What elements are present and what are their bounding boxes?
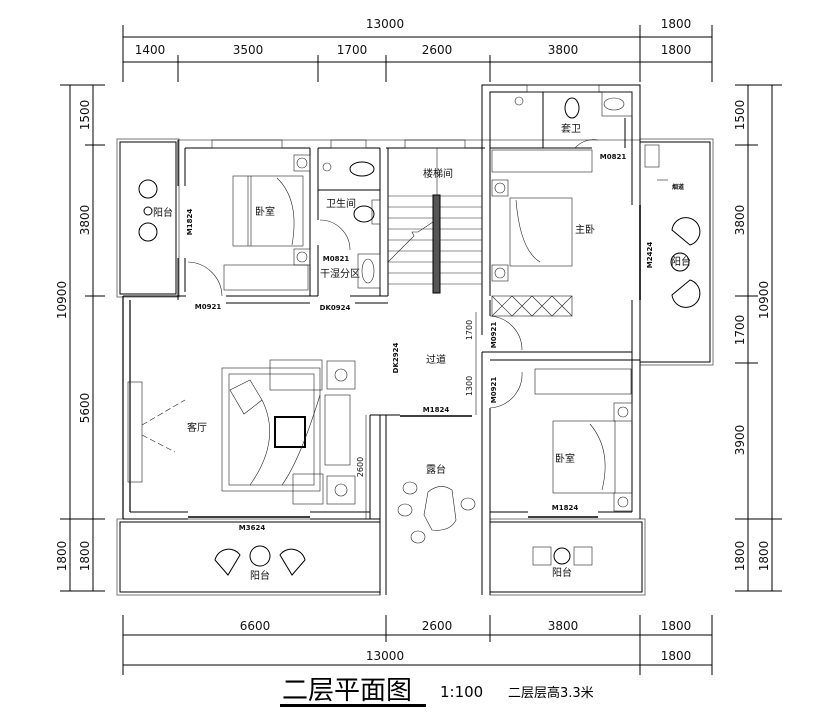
dim-top-seg: 1700 <box>337 43 368 57</box>
dim-top-seg: 2600 <box>422 43 453 57</box>
dim-right-inner: 1500 <box>733 100 747 131</box>
dim-left-inner: 5600 <box>78 393 92 424</box>
dim-left-inner: 1800 <box>78 541 92 572</box>
label-living-room: 客厅 <box>187 421 207 434</box>
dim-left-inner: 1500 <box>78 100 92 131</box>
door-code: M3624 <box>239 524 266 532</box>
dim-top-total: 13000 <box>366 17 404 31</box>
label-stairwell: 楼梯间 <box>423 167 453 180</box>
label-bedroom-se: 卧室 <box>555 452 575 465</box>
door-code: M0921 <box>490 377 498 404</box>
door-code: M1824 <box>423 406 450 414</box>
label-balcony-bottom-left: 阳台 <box>250 569 270 582</box>
label-balcony-bottom-right: 阳台 <box>552 566 572 579</box>
dim-right-inner: 1800 <box>733 541 747 572</box>
label-master-bedroom: 主卧 <box>575 223 595 236</box>
stairs <box>387 148 482 294</box>
dim-right-inner: 1700 <box>733 315 747 346</box>
dim-bottom-seg: 1800 <box>661 619 692 633</box>
label-balcony-right: 阳台 <box>671 255 691 268</box>
dim-top-seg: 1800 <box>661 43 692 57</box>
label-terrace: 露台 <box>426 463 446 476</box>
dim-left-outer: 10900 <box>55 281 69 319</box>
door-code: M0821 <box>600 153 627 161</box>
door-code: M1824 <box>186 209 194 236</box>
dimension-lines <box>60 25 782 675</box>
dim-top-total-right: 1800 <box>661 17 692 31</box>
label-dry-wet-zone: 干湿分区 <box>320 268 360 280</box>
door-code: M0921 <box>195 303 222 311</box>
door-code: DK0924 <box>320 304 351 312</box>
drawing-note: 二层层高3.3米 <box>508 685 594 701</box>
dim-right-inner: 3800 <box>733 205 747 236</box>
label-bathroom: 卫生间 <box>326 197 356 210</box>
title-underline <box>280 704 426 707</box>
dim-right-outer: 10900 <box>757 281 771 319</box>
dim-left-inner: 3800 <box>78 205 92 236</box>
label-ensuite: 套卫 <box>561 122 581 135</box>
drawing-scale: 1:100 <box>440 683 483 701</box>
label-balcony-left: 阳台 <box>153 206 173 219</box>
dim-left-outer: 1800 <box>55 541 69 572</box>
dim-bottom-total-right: 1800 <box>661 649 692 663</box>
dim-top-seg: 3500 <box>233 43 264 57</box>
dim-interior: 1700 <box>465 320 474 340</box>
label-flue: 烟道 <box>672 183 684 191</box>
balcony-rails <box>116 138 714 596</box>
furniture <box>127 91 701 576</box>
dim-bottom-total: 13000 <box>366 649 404 663</box>
door-code: M0821 <box>323 255 350 263</box>
drawing-title: 二层平面图 <box>282 676 412 706</box>
dim-bottom-seg: 2600 <box>422 619 453 633</box>
door-code: DK2924 <box>392 343 400 374</box>
dim-right-outer: 1800 <box>757 541 771 572</box>
dim-top-seg: 1400 <box>135 43 166 57</box>
dim-interior: 2600 <box>356 457 365 477</box>
dim-right-inner: 3900 <box>733 425 747 456</box>
dim-interior: 1300 <box>465 376 474 396</box>
dim-bottom-seg: 6600 <box>240 619 271 633</box>
label-bedroom-nw: 卧室 <box>255 205 275 218</box>
dim-bottom-seg: 3800 <box>548 619 579 633</box>
door-code: M0921 <box>490 322 498 349</box>
door-code: M2424 <box>646 242 654 269</box>
dim-top-seg: 3800 <box>548 43 579 57</box>
label-corridor: 过道 <box>426 353 446 366</box>
door-swings <box>187 139 599 409</box>
door-code: M1824 <box>552 504 579 512</box>
